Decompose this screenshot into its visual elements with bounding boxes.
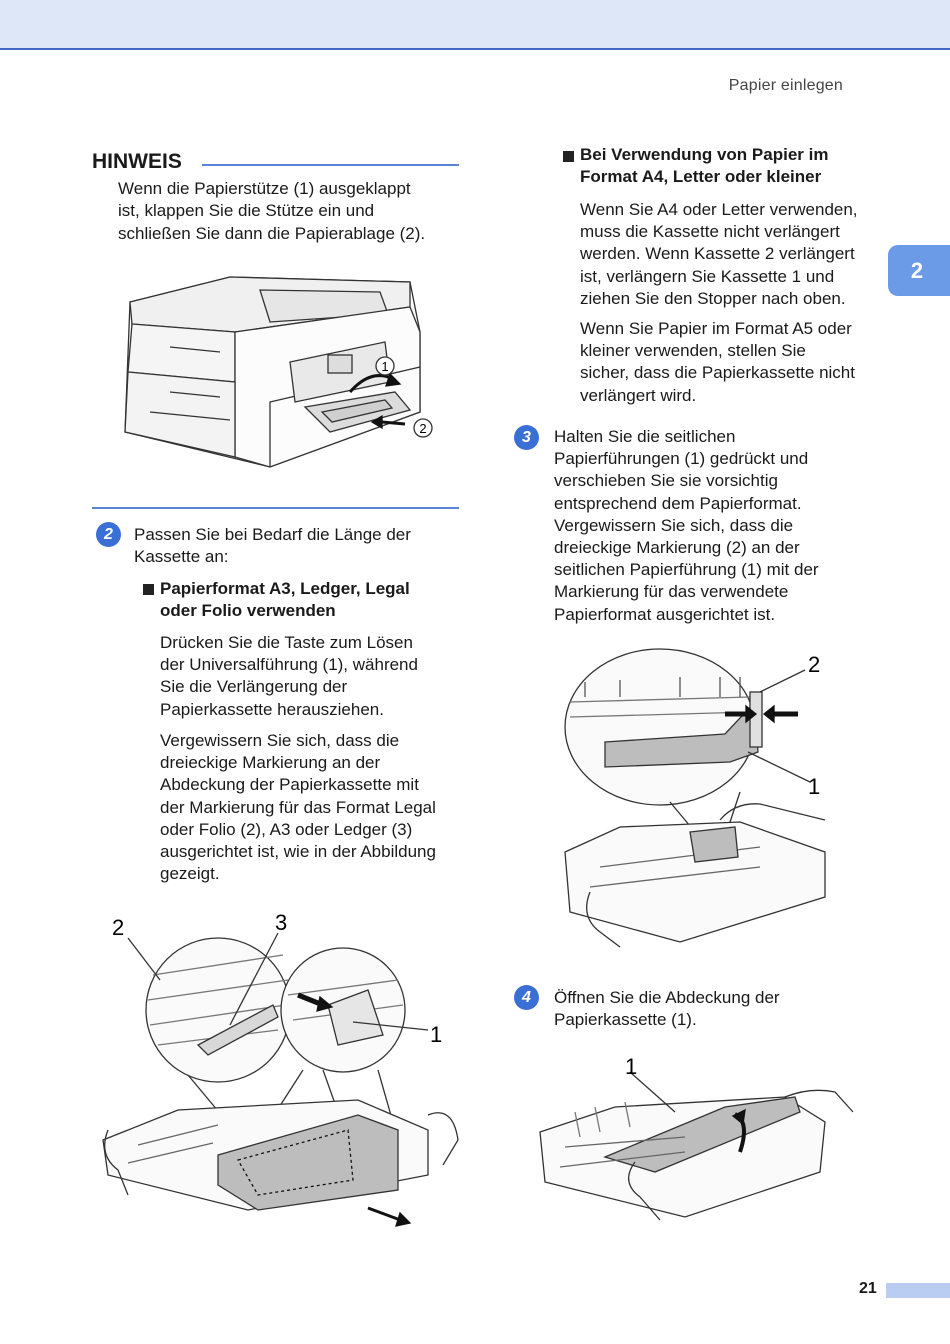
text-line: Papierkassette (1). — [554, 1010, 697, 1030]
bullet-square — [563, 151, 574, 162]
step4-text: Öffnen Sie die Abdeckung der Papierkasse… — [554, 987, 874, 1031]
page-number-bar — [886, 1283, 950, 1298]
tray-cover-illustration: 1 — [539, 1054, 854, 1221]
chapter-tab: 2 — [888, 245, 950, 296]
text-line: dreieckige Markierung (2) an der — [554, 538, 800, 558]
text-line: ziehen Sie den Stopper nach oben. — [580, 288, 846, 308]
text-line: verlängert wird. — [580, 385, 697, 405]
text-line: Drücken Sie die Taste zum Lösen — [160, 633, 413, 652]
text-line: Abdeckung der Papierkassette mit — [160, 775, 419, 795]
figure-label: 2 — [419, 421, 426, 436]
text-line: Wenn Sie A4 oder Letter verwenden, — [580, 200, 858, 219]
figure-label: 1 — [625, 1054, 637, 1079]
note-bottom-rule — [92, 507, 459, 509]
text-line: Öffnen Sie die Abdeckung der — [554, 988, 780, 1007]
printer-illustration: 1 2 — [124, 276, 433, 468]
side-guide-illustration: 2 1 — [564, 648, 826, 948]
text-line: Wenn Sie Papier im Format A5 oder — [580, 319, 852, 338]
text-line: Markierung für das verwendete — [554, 582, 789, 602]
note-line: Wenn die Papierstütze (1) ausgeklappt — [118, 179, 411, 198]
text-line: Format A4, Letter oder kleiner — [580, 167, 822, 187]
text-line: Papierformat ausgerichtet ist. — [554, 604, 776, 624]
text-line: Halten Sie die seitlichen — [554, 427, 736, 446]
figure-label: 3 — [275, 910, 287, 935]
text-line: Papierkassette herausziehen. — [160, 699, 384, 719]
step3-text: Halten Sie die seitlichen Papierführunge… — [554, 426, 874, 626]
text-line: oder Folio (2), A3 oder Ledger (3) — [160, 819, 413, 839]
bullet-paragraph: Vergewissern Sie sich, dass die dreiecki… — [160, 730, 465, 885]
text-line: oder Folio verwenden — [160, 601, 336, 621]
top-color-bar — [0, 0, 950, 50]
bullet-paragraph: Drücken Sie die Taste zum Lösen der Univ… — [160, 632, 465, 721]
figure-label: 1 — [808, 774, 820, 799]
text-line: sicher, dass die Papierkassette nicht — [580, 363, 855, 383]
text-line: Kassette an: — [134, 547, 229, 567]
page-number: 21 — [859, 1280, 877, 1297]
text-line: gezeigt. — [160, 864, 220, 884]
note-rule — [202, 164, 459, 166]
note-title: HINWEIS — [92, 150, 182, 173]
text-line: dreieckige Markierung an der — [160, 753, 381, 773]
text-line: Vergewissern Sie sich, dass die — [160, 731, 400, 750]
note-line: ist, klappen Sie die Stütze ein und — [118, 201, 375, 221]
text-line: Vergewissern Sie sich, dass die — [554, 515, 794, 535]
text-line: ausgerichtet ist, wie in der Abbildung — [160, 842, 436, 862]
figure-label: 2 — [112, 915, 124, 940]
text-line: verschieben Sie sie vorsichtig — [554, 471, 778, 491]
text-line: seitlichen Papierführung (1) mit der — [554, 560, 819, 580]
text-line: ist, verlängern Sie Kassette 1 und — [580, 266, 835, 286]
tray-extension-illustration: 2 3 1 — [102, 910, 459, 1227]
text-line: der Markierung für das Format Legal — [160, 797, 436, 817]
text-line: der Universalführung (1), während — [160, 655, 418, 675]
figure-label: 1 — [430, 1022, 442, 1047]
running-header: Papier einlegen — [728, 77, 843, 94]
text-line: muss die Kassette nicht verlängert — [580, 222, 840, 242]
text-line: Passen Sie bei Bedarf die Länge der — [134, 525, 411, 544]
step-number: 4 — [514, 985, 539, 1010]
text-line: Papierführungen (1) gedrückt und — [554, 449, 809, 469]
bullet-heading: Bei Verwendung von Papier im Format A4, … — [580, 144, 880, 189]
figure-label: 1 — [381, 359, 388, 374]
bullet-paragraph: Wenn Sie Papier im Format A5 oder kleine… — [580, 318, 885, 407]
figure-label: 2 — [808, 652, 820, 677]
note-body: Wenn die Papierstütze (1) ausgeklappt is… — [118, 178, 463, 245]
bullet-square — [143, 584, 154, 595]
bullet-heading: Papierformat A3, Ledger, Legal oder Foli… — [160, 578, 460, 623]
text-line: Papierformat A3, Ledger, Legal — [160, 579, 410, 598]
step2-text: Passen Sie bei Bedarf die Länge der Kass… — [134, 524, 464, 568]
step-number: 3 — [514, 425, 539, 450]
step-number: 2 — [96, 522, 121, 547]
bullet-paragraph: Wenn Sie A4 oder Letter verwenden, muss … — [580, 199, 885, 310]
text-line: werden. Wenn Kassette 2 verlängert — [580, 244, 855, 264]
text-line: Bei Verwendung von Papier im — [580, 145, 829, 164]
text-line: kleiner verwenden, stellen Sie — [580, 341, 806, 361]
text-line: Sie die Verlängerung der — [160, 677, 348, 697]
text-line: entsprechend dem Papierformat. — [554, 493, 802, 513]
note-line: schließen Sie dann die Papierablage (2). — [118, 223, 426, 243]
